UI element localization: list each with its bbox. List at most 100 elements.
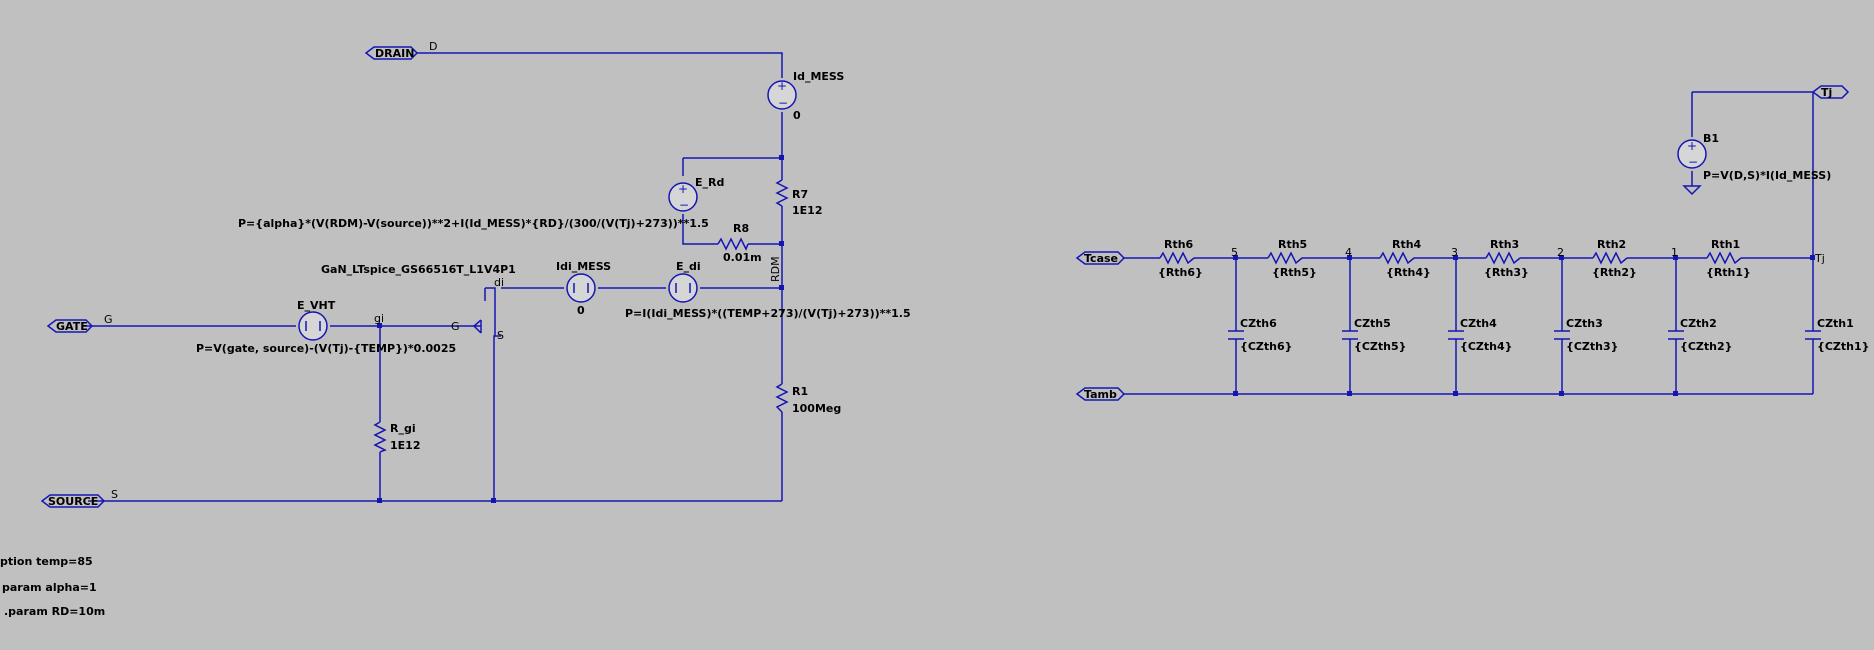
node-label-3: 3 xyxy=(1451,246,1458,259)
thermal-resistor-rth6[interactable] xyxy=(1159,251,1195,265)
czth2-value: {CZth2} xyxy=(1680,340,1732,353)
thermal-resistor-rth2[interactable] xyxy=(1592,251,1628,265)
junction-dots xyxy=(377,155,1815,503)
b1-value: P=V(D,S)*I(Id_MESS) xyxy=(1703,169,1831,182)
id-mess-value: 0 xyxy=(793,109,801,122)
tamb-port-flag[interactable]: Tamb xyxy=(1075,387,1126,401)
rth1-name: Rth1 xyxy=(1711,238,1740,251)
rth3-value: {Rth3} xyxy=(1484,266,1529,279)
net-label-g-right: G xyxy=(451,320,460,333)
czth4-name: CZth4 xyxy=(1460,317,1497,330)
mosfet-name: GaN_LTspice_GS66516T_L1V4P1 xyxy=(321,263,516,276)
czth1-value: {CZth1} xyxy=(1817,340,1869,353)
wires-electrical xyxy=(83,52,783,502)
e-di-name: E_di xyxy=(676,260,701,273)
czth5-value: {CZth5} xyxy=(1354,340,1406,353)
net-label-rdm: RDM xyxy=(769,256,782,282)
idi-mess-value: 0 xyxy=(577,304,585,317)
czth3-name: CZth3 xyxy=(1566,317,1603,330)
voltage-source-e-di[interactable] xyxy=(668,273,698,303)
rth3-name: Rth3 xyxy=(1490,238,1519,251)
net-label-di: di xyxy=(494,276,504,289)
node-label-4: 4 xyxy=(1345,246,1352,259)
thermal-capacitor-czth6[interactable] xyxy=(1228,330,1244,340)
czth2-name: CZth2 xyxy=(1680,317,1717,330)
e-rd-expression: P={alpha}*(V(RDM)-V(source))**2+I(Id_MES… xyxy=(238,217,709,230)
rth5-name: Rth5 xyxy=(1278,238,1307,251)
rth1-value: {Rth1} xyxy=(1706,266,1751,279)
r1-value: 100Meg xyxy=(792,402,841,415)
svg-text:+: + xyxy=(678,182,688,196)
thermal-resistor-rth4[interactable] xyxy=(1379,251,1415,265)
node-label-5: 5 xyxy=(1231,246,1238,259)
svg-text:SOURCE: SOURCE xyxy=(48,495,98,508)
source-port-flag[interactable]: SOURCE xyxy=(40,494,106,508)
resistor-r1[interactable] xyxy=(775,383,789,413)
voltage-source-b1[interactable]: + − xyxy=(1677,139,1707,196)
resistor-r8[interactable] xyxy=(717,237,749,251)
tj-port-flag[interactable]: Tj xyxy=(1811,85,1850,99)
thermal-capacitor-czth2[interactable] xyxy=(1668,330,1684,340)
czth6-value: {CZth6} xyxy=(1240,340,1292,353)
e-vht-name: E_VHT xyxy=(297,299,336,312)
net-label-s-mos: S xyxy=(497,329,504,342)
rth5-value: {Rth5} xyxy=(1272,266,1317,279)
rth2-name: Rth2 xyxy=(1597,238,1626,251)
svg-text:DRAIN: DRAIN xyxy=(375,47,414,60)
rth4-value: {Rth4} xyxy=(1386,266,1431,279)
voltage-source-e-rd[interactable]: + − xyxy=(668,182,698,212)
svg-text:+: + xyxy=(1687,139,1697,153)
gate-port-flag[interactable]: GATE xyxy=(46,319,94,333)
svg-text:+: + xyxy=(777,79,787,93)
r-gi-value: 1E12 xyxy=(390,439,420,452)
net-label-g-left: G xyxy=(104,313,113,326)
r7-name: R7 xyxy=(792,188,808,201)
svg-text:−: − xyxy=(778,96,788,110)
thermal-capacitor-czth5[interactable] xyxy=(1342,330,1358,340)
thermal-resistor-rth3[interactable] xyxy=(1485,251,1521,265)
czth3-value: {CZth3} xyxy=(1566,340,1618,353)
czth1-name: CZth1 xyxy=(1817,317,1854,330)
directive-option-temp[interactable]: ption temp=85 xyxy=(0,555,93,568)
net-label-gi: gi xyxy=(374,312,384,325)
r-gi-name: R_gi xyxy=(390,422,416,435)
r8-value: 0.01m xyxy=(723,251,762,264)
r1-name: R1 xyxy=(792,385,808,398)
thermal-capacitor-czth4[interactable] xyxy=(1448,330,1464,340)
svg-text:Tcase: Tcase xyxy=(1084,252,1118,265)
voltage-source-e-vht[interactable] xyxy=(298,311,328,341)
wires-thermal xyxy=(1124,91,1814,395)
rth6-value: {Rth6} xyxy=(1158,266,1203,279)
svg-text:Tj: Tj xyxy=(1821,86,1832,99)
net-label-tj: Tj xyxy=(1814,252,1825,265)
e-rd-name: E_Rd xyxy=(695,176,724,189)
thermal-capacitor-czth3[interactable] xyxy=(1554,330,1570,340)
thermal-capacitor-czth1[interactable] xyxy=(1805,330,1821,340)
thermal-resistor-rth5[interactable] xyxy=(1267,251,1303,265)
czth5-name: CZth5 xyxy=(1354,317,1391,330)
current-source-idi-mess[interactable] xyxy=(566,273,596,303)
directive-param-rd[interactable]: .param RD=10m xyxy=(4,605,105,618)
rth2-value: {Rth2} xyxy=(1592,266,1637,279)
svg-text:−: − xyxy=(1688,155,1698,169)
directive-param-alpha[interactable]: param alpha=1 xyxy=(2,581,97,594)
r8-name: R8 xyxy=(733,222,749,235)
id-mess-name: Id_MESS xyxy=(793,70,844,83)
resistor-r7[interactable] xyxy=(775,179,789,207)
b1-name: B1 xyxy=(1703,132,1719,145)
node-label-2: 2 xyxy=(1557,246,1564,259)
thermal-resistor-rth1[interactable] xyxy=(1706,251,1742,265)
net-label-d: D xyxy=(429,40,437,53)
czth6-name: CZth6 xyxy=(1240,317,1277,330)
svg-text:GATE: GATE xyxy=(56,320,88,333)
resistor-r-gi[interactable] xyxy=(373,421,387,453)
e-di-expression: P=I(Idi_MESS)*((TEMP+273)/(V(Tj)+273))**… xyxy=(625,307,911,320)
e-vht-expression: P=V(gate, source)-(V(Tj)-{TEMP})*0.0025 xyxy=(196,342,456,355)
mosfet-gan[interactable] xyxy=(464,287,501,337)
drain-port-flag[interactable]: DRAIN xyxy=(364,46,419,60)
current-source-id-mess[interactable]: + − xyxy=(767,79,797,110)
svg-text:Tamb: Tamb xyxy=(1084,388,1117,401)
tcase-port-flag[interactable]: Tcase xyxy=(1075,251,1126,265)
rth4-name: Rth4 xyxy=(1392,238,1422,251)
